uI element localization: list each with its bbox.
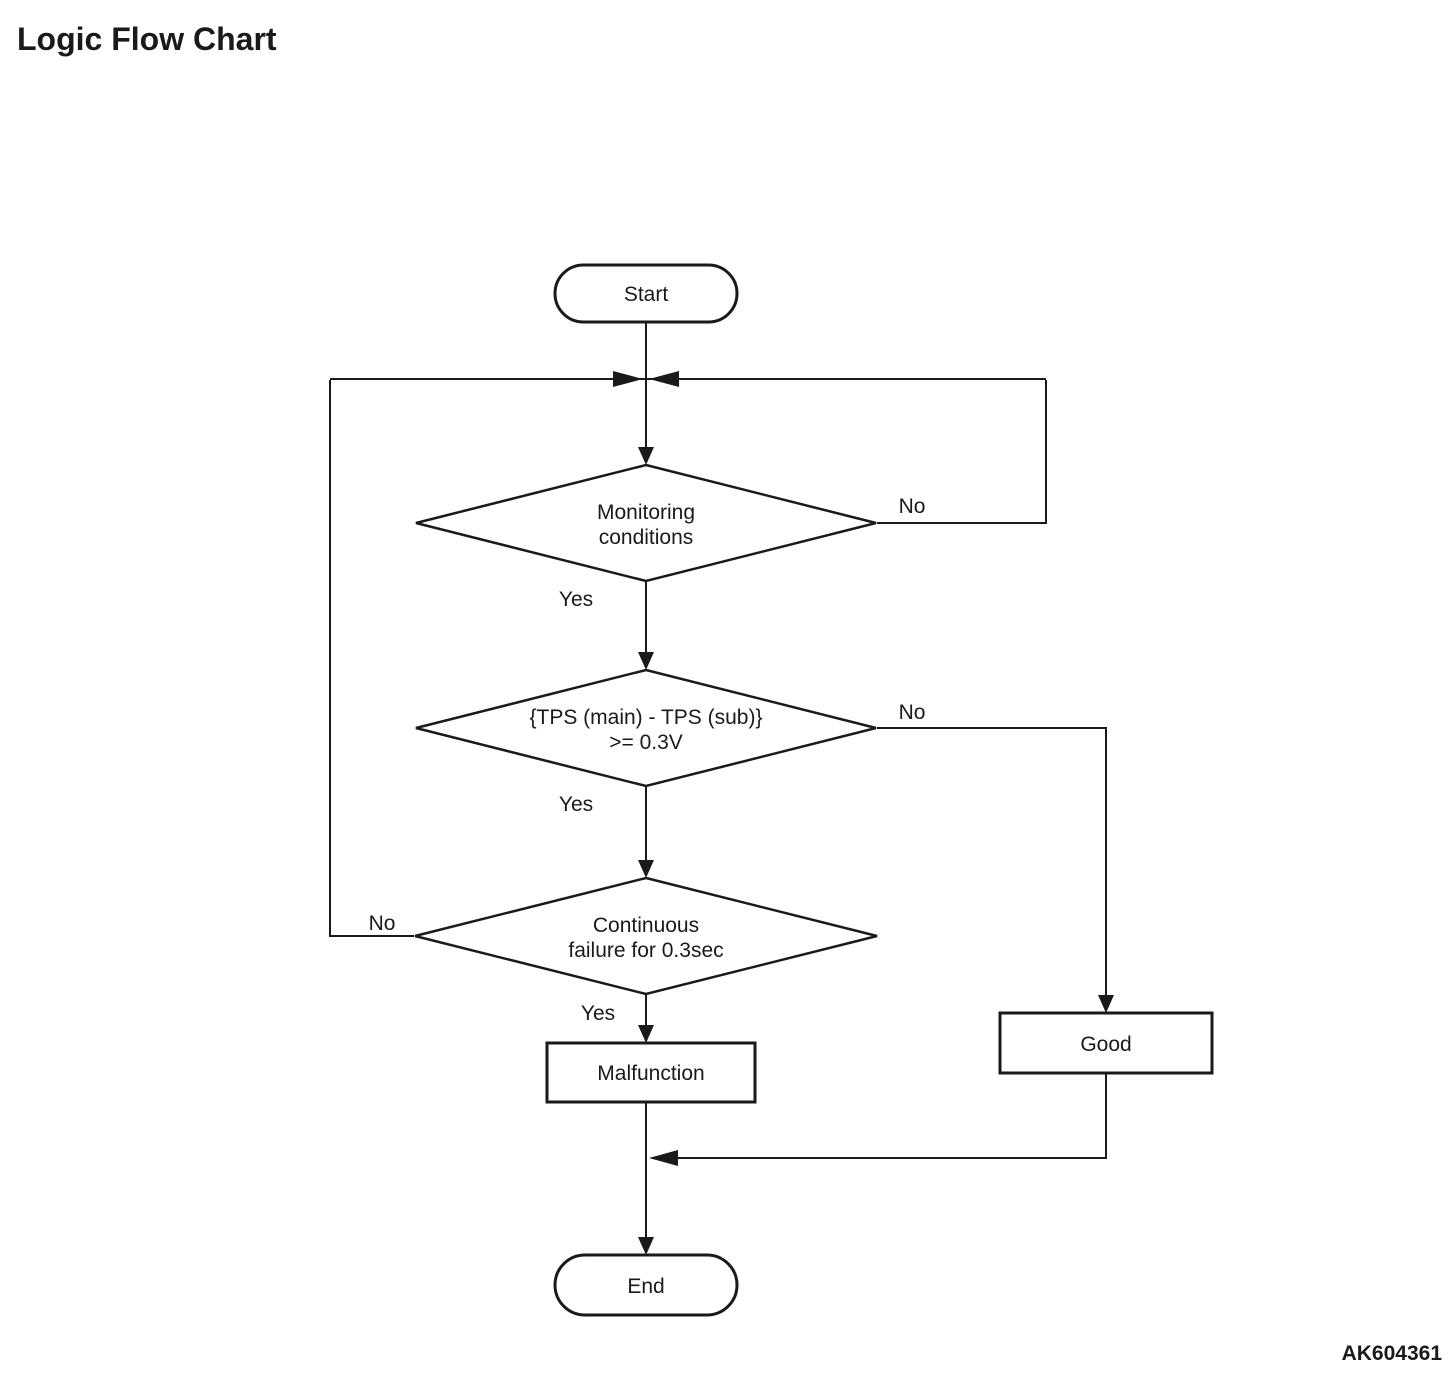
continuous-yes-label: Yes [581, 1002, 615, 1025]
good-label: Good [1080, 1033, 1131, 1056]
continuous-no-label: No [369, 912, 396, 935]
arrowhead-into-good [1098, 995, 1114, 1013]
tps-label-line2: >= 0.3V [609, 731, 683, 754]
arrowhead-junction-from-right [649, 371, 679, 387]
tps-no-label: No [899, 701, 926, 724]
start-label: Start [624, 283, 669, 306]
arrowhead-into-end [638, 1237, 654, 1255]
edge-monitoring-no-loop [877, 380, 1047, 524]
monitoring-diamond-shape [415, 463, 877, 583]
tps-label-line1: {TPS (main) - TPS (sub)} [529, 706, 762, 729]
process-good: Good [998, 1011, 1214, 1075]
good-box-shape [998, 1011, 1214, 1075]
malfunction-label: Malfunction [597, 1062, 704, 1085]
monitoring-no-label: No [899, 495, 926, 518]
monitoring-label-line2: conditions [599, 526, 694, 549]
decision-tps-difference: {TPS (main) - TPS (sub)} >= 0.3V [415, 668, 877, 788]
end-label: End [627, 1275, 664, 1298]
end-terminator-shape [553, 1253, 739, 1317]
start-terminator-shape [553, 263, 739, 324]
tps-yes-label: Yes [559, 793, 593, 816]
edge-continuous-no-loop [329, 380, 414, 937]
tps-diamond-shape [415, 668, 877, 788]
edge-tps-no-to-good [877, 727, 1107, 999]
malfunction-box-shape [545, 1041, 757, 1104]
arrowhead-junction-from-left [613, 371, 643, 387]
end-node: End [553, 1253, 739, 1317]
arrowhead-into-tps [638, 652, 654, 670]
arrowhead-merge-from-good [649, 1150, 678, 1166]
decision-continuous-failure: Continuous failure for 0.3sec [414, 876, 878, 996]
start-node: Start [553, 263, 739, 324]
monitoring-yes-label: Yes [559, 588, 593, 611]
continuous-label-line1: Continuous [593, 914, 699, 937]
arrowhead-into-malfunction [638, 1025, 654, 1043]
continuous-label-line2: failure for 0.3sec [568, 939, 723, 962]
monitoring-label-line1: Monitoring [597, 501, 695, 524]
page-title: Logic Flow Chart [17, 21, 277, 57]
edge-good-to-merge [652, 1073, 1107, 1159]
arrowhead-into-monitoring [638, 447, 654, 465]
process-malfunction: Malfunction [545, 1041, 757, 1104]
arrowhead-into-continuous [638, 860, 654, 878]
figure-code: AK604361 [1342, 1342, 1443, 1365]
decision-monitoring-conditions: Monitoring conditions [415, 463, 877, 583]
continuous-diamond-shape [414, 876, 878, 996]
